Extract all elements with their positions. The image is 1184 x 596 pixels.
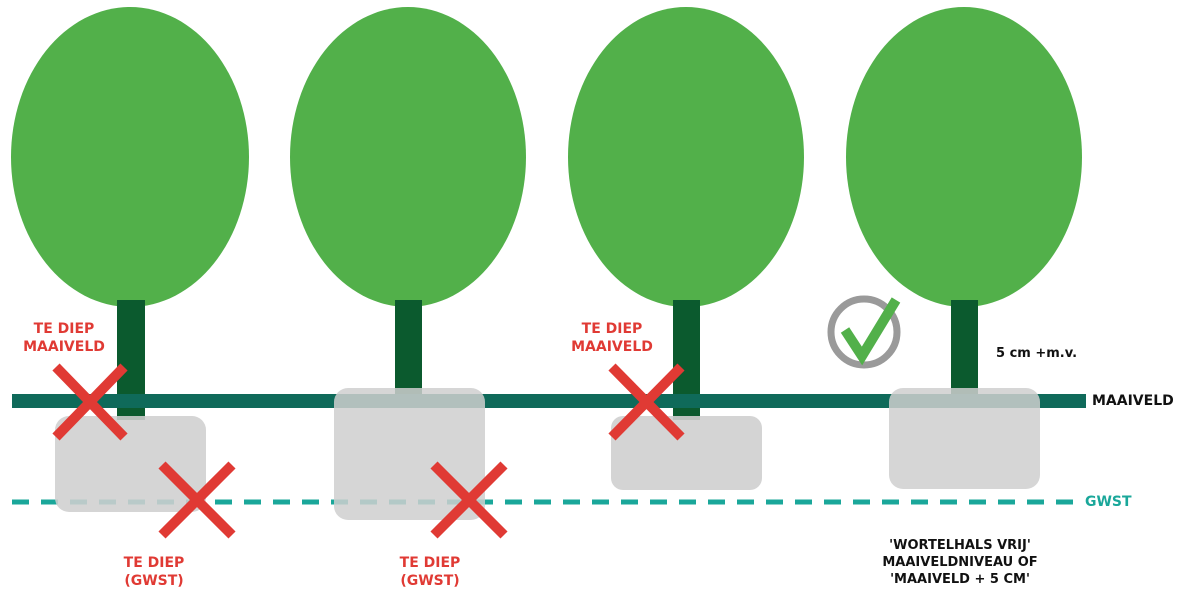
tree-4-foliage: [846, 7, 1082, 307]
tree-1-root-ball: [55, 416, 206, 512]
tree-4-root-ball: [889, 388, 1040, 489]
tree-2-trunk: [395, 300, 422, 400]
tree-2-foliage: [290, 7, 526, 307]
tree-1-bottom-label: TE DIEP (GWST): [104, 554, 204, 590]
offset-label: 5 cm +m.v.: [996, 345, 1096, 363]
tree-3-top-label: TE DIEP MAAIVELD: [562, 320, 662, 356]
tree-2-bottom-label: TE DIEP (GWST): [380, 554, 480, 590]
tree-2: [290, 7, 526, 400]
tree-4: [846, 7, 1082, 394]
correct-method-label: 'WORTELHALS VRIJ' MAAIVELDNIVEAU OF 'MAA…: [860, 537, 1060, 588]
gwst-label: GWST: [1085, 493, 1145, 511]
tree-3-root-ball: [611, 416, 762, 490]
tree-3: [568, 7, 804, 420]
maaiveld-label: MAAIVELD: [1092, 392, 1182, 410]
tree-4-trunk: [951, 300, 978, 394]
tree-1-foliage: [11, 7, 249, 307]
tree-1: [11, 7, 249, 512]
tree-3-foliage: [568, 7, 804, 307]
checkmark-icon: [831, 299, 897, 365]
tree-1-top-label: TE DIEP MAAIVELD: [14, 320, 114, 356]
